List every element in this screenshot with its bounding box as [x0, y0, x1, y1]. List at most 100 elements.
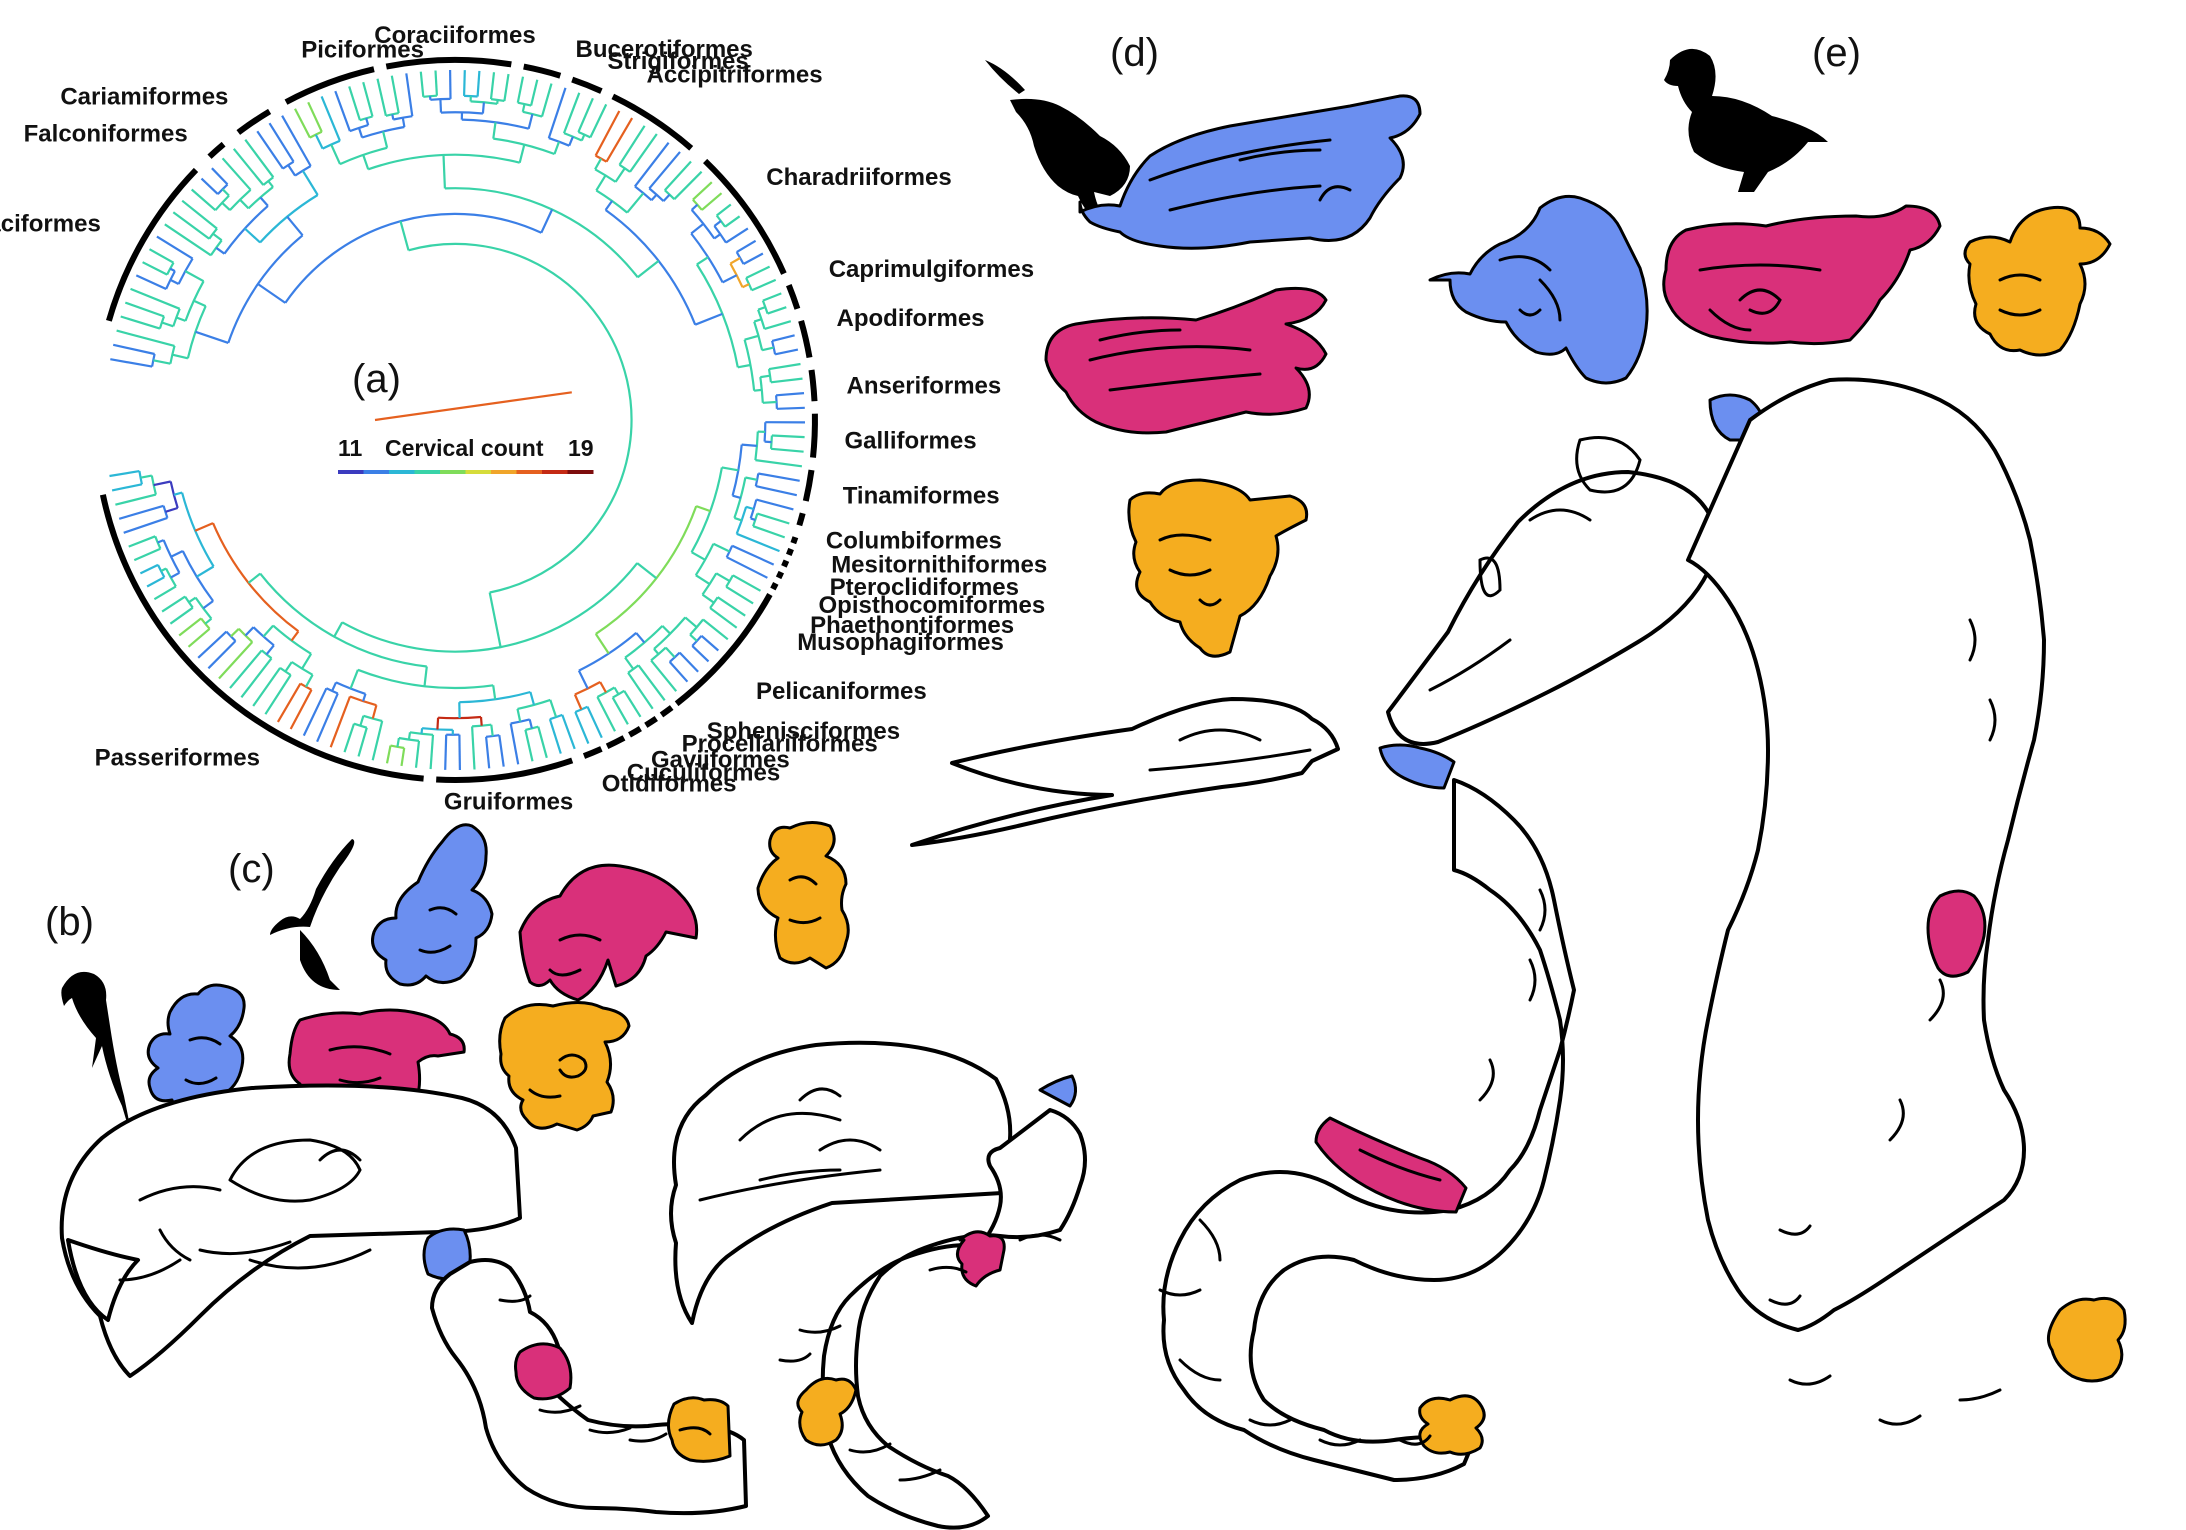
- tree-branch: [762, 292, 782, 302]
- tree-branch: [362, 154, 370, 170]
- tree-node-arc: [194, 596, 213, 620]
- tree-branch: [756, 512, 790, 525]
- tree-branch: [524, 729, 534, 762]
- tree-branch: [244, 626, 255, 637]
- tree-node-arc: [284, 212, 542, 304]
- tree-branch: [176, 316, 186, 322]
- legend-title: Cervical count: [385, 435, 544, 461]
- order-label: Procellariiformes: [682, 731, 878, 758]
- order-clade-arcs: [99, 57, 818, 783]
- tree-branch: [247, 572, 261, 584]
- clade-arc: [798, 319, 813, 359]
- tree-branch: [115, 493, 157, 506]
- tree-branch: [757, 306, 766, 311]
- legend-color-segment: [363, 470, 390, 474]
- tree-branch: [330, 144, 342, 165]
- tree-branch: [157, 539, 165, 544]
- order-label: Strigiformes: [607, 48, 748, 75]
- tree-branch: [116, 329, 175, 347]
- tree-branch: [540, 209, 554, 234]
- tree-branch: [776, 392, 805, 397]
- tree-branch: [146, 576, 165, 588]
- tree-branch: [485, 736, 491, 769]
- tree-branch: [627, 672, 654, 710]
- tree-branch: [202, 600, 214, 610]
- tree-branch: [549, 699, 558, 718]
- tree-node-arc: [252, 626, 275, 647]
- tree-branch: [170, 550, 184, 558]
- legend-color-segment: [440, 470, 466, 474]
- tree-branch: [244, 227, 261, 244]
- tree-branch: [547, 87, 567, 139]
- tree-branch: [752, 525, 786, 539]
- tree-node-arc: [408, 242, 633, 594]
- tree-branch: [562, 92, 581, 134]
- tree-branch: [230, 628, 240, 638]
- tree-branch: [736, 532, 780, 553]
- tree-branch: [423, 666, 428, 687]
- tree-branch: [294, 108, 311, 139]
- tree-branch: [755, 485, 798, 497]
- tree-node-arc: [184, 280, 205, 322]
- tree-branch: [349, 669, 359, 689]
- tree-branch: [130, 287, 181, 310]
- tree-node-arc: [158, 316, 166, 329]
- tree-node-arc: [169, 345, 176, 364]
- tree-branch: [304, 674, 314, 688]
- tree-node-arc: [335, 681, 366, 695]
- order-label: Columbiformes: [826, 528, 1002, 555]
- duck-anterior-vertebra: [1428, 194, 1649, 385]
- tree-branch: [577, 670, 589, 689]
- tree-branch: [218, 641, 254, 680]
- tree-branch: [668, 661, 689, 683]
- tree-branch: [771, 434, 805, 439]
- tree-branch: [604, 200, 613, 211]
- order-label: Psittaciformes: [0, 211, 101, 238]
- tree-branch: [442, 154, 446, 189]
- tree-node-arc: [423, 94, 437, 98]
- tree-branch: [314, 134, 324, 150]
- tree-branch: [290, 630, 300, 642]
- order-label: Sphenisciformes: [707, 718, 900, 745]
- tree-node-arc: [157, 564, 166, 578]
- tree-branch: [753, 318, 762, 323]
- tree-branch: [257, 283, 286, 304]
- parrot-silhouette: [61, 971, 135, 1146]
- clade-arc: [790, 536, 799, 545]
- tree-node-arc: [701, 572, 718, 596]
- tree-branch: [153, 585, 177, 601]
- tree-branch: [371, 704, 378, 719]
- tree-node-arc: [393, 115, 413, 121]
- tree-branch: [716, 203, 732, 217]
- tree-branch: [264, 674, 292, 715]
- tree-branch: [240, 657, 273, 698]
- clade-arc: [781, 559, 790, 568]
- tree-branch: [732, 494, 741, 499]
- tree-node-arc: [363, 714, 383, 723]
- order-label: Gruiformes: [444, 788, 573, 815]
- tree-branch: [153, 480, 171, 487]
- tree-branch: [302, 687, 328, 737]
- tree-branch: [463, 70, 466, 96]
- tree-branch: [712, 542, 730, 553]
- tree-branch: [109, 470, 140, 478]
- tree-branch: [400, 747, 406, 767]
- tree-branch: [760, 374, 771, 379]
- tree-node-arc: [769, 435, 773, 449]
- tree-branch: [721, 466, 739, 472]
- tree-node-arc: [522, 110, 543, 118]
- tree-branch: [197, 630, 228, 659]
- tree-branch: [156, 235, 194, 260]
- tree-branch: [613, 686, 620, 695]
- tree-branch: [548, 718, 562, 754]
- tree-branch: [745, 505, 754, 511]
- tree-branch: [164, 223, 212, 257]
- tree-branch: [774, 348, 799, 356]
- tree-node-arc: [162, 505, 169, 519]
- tree-branch: [334, 90, 351, 132]
- tree-branch: [492, 122, 497, 139]
- order-label: Passeriformes: [95, 745, 260, 772]
- tree-node-arc: [217, 183, 229, 195]
- tree-branch: [729, 257, 741, 265]
- tree-branch: [399, 220, 410, 251]
